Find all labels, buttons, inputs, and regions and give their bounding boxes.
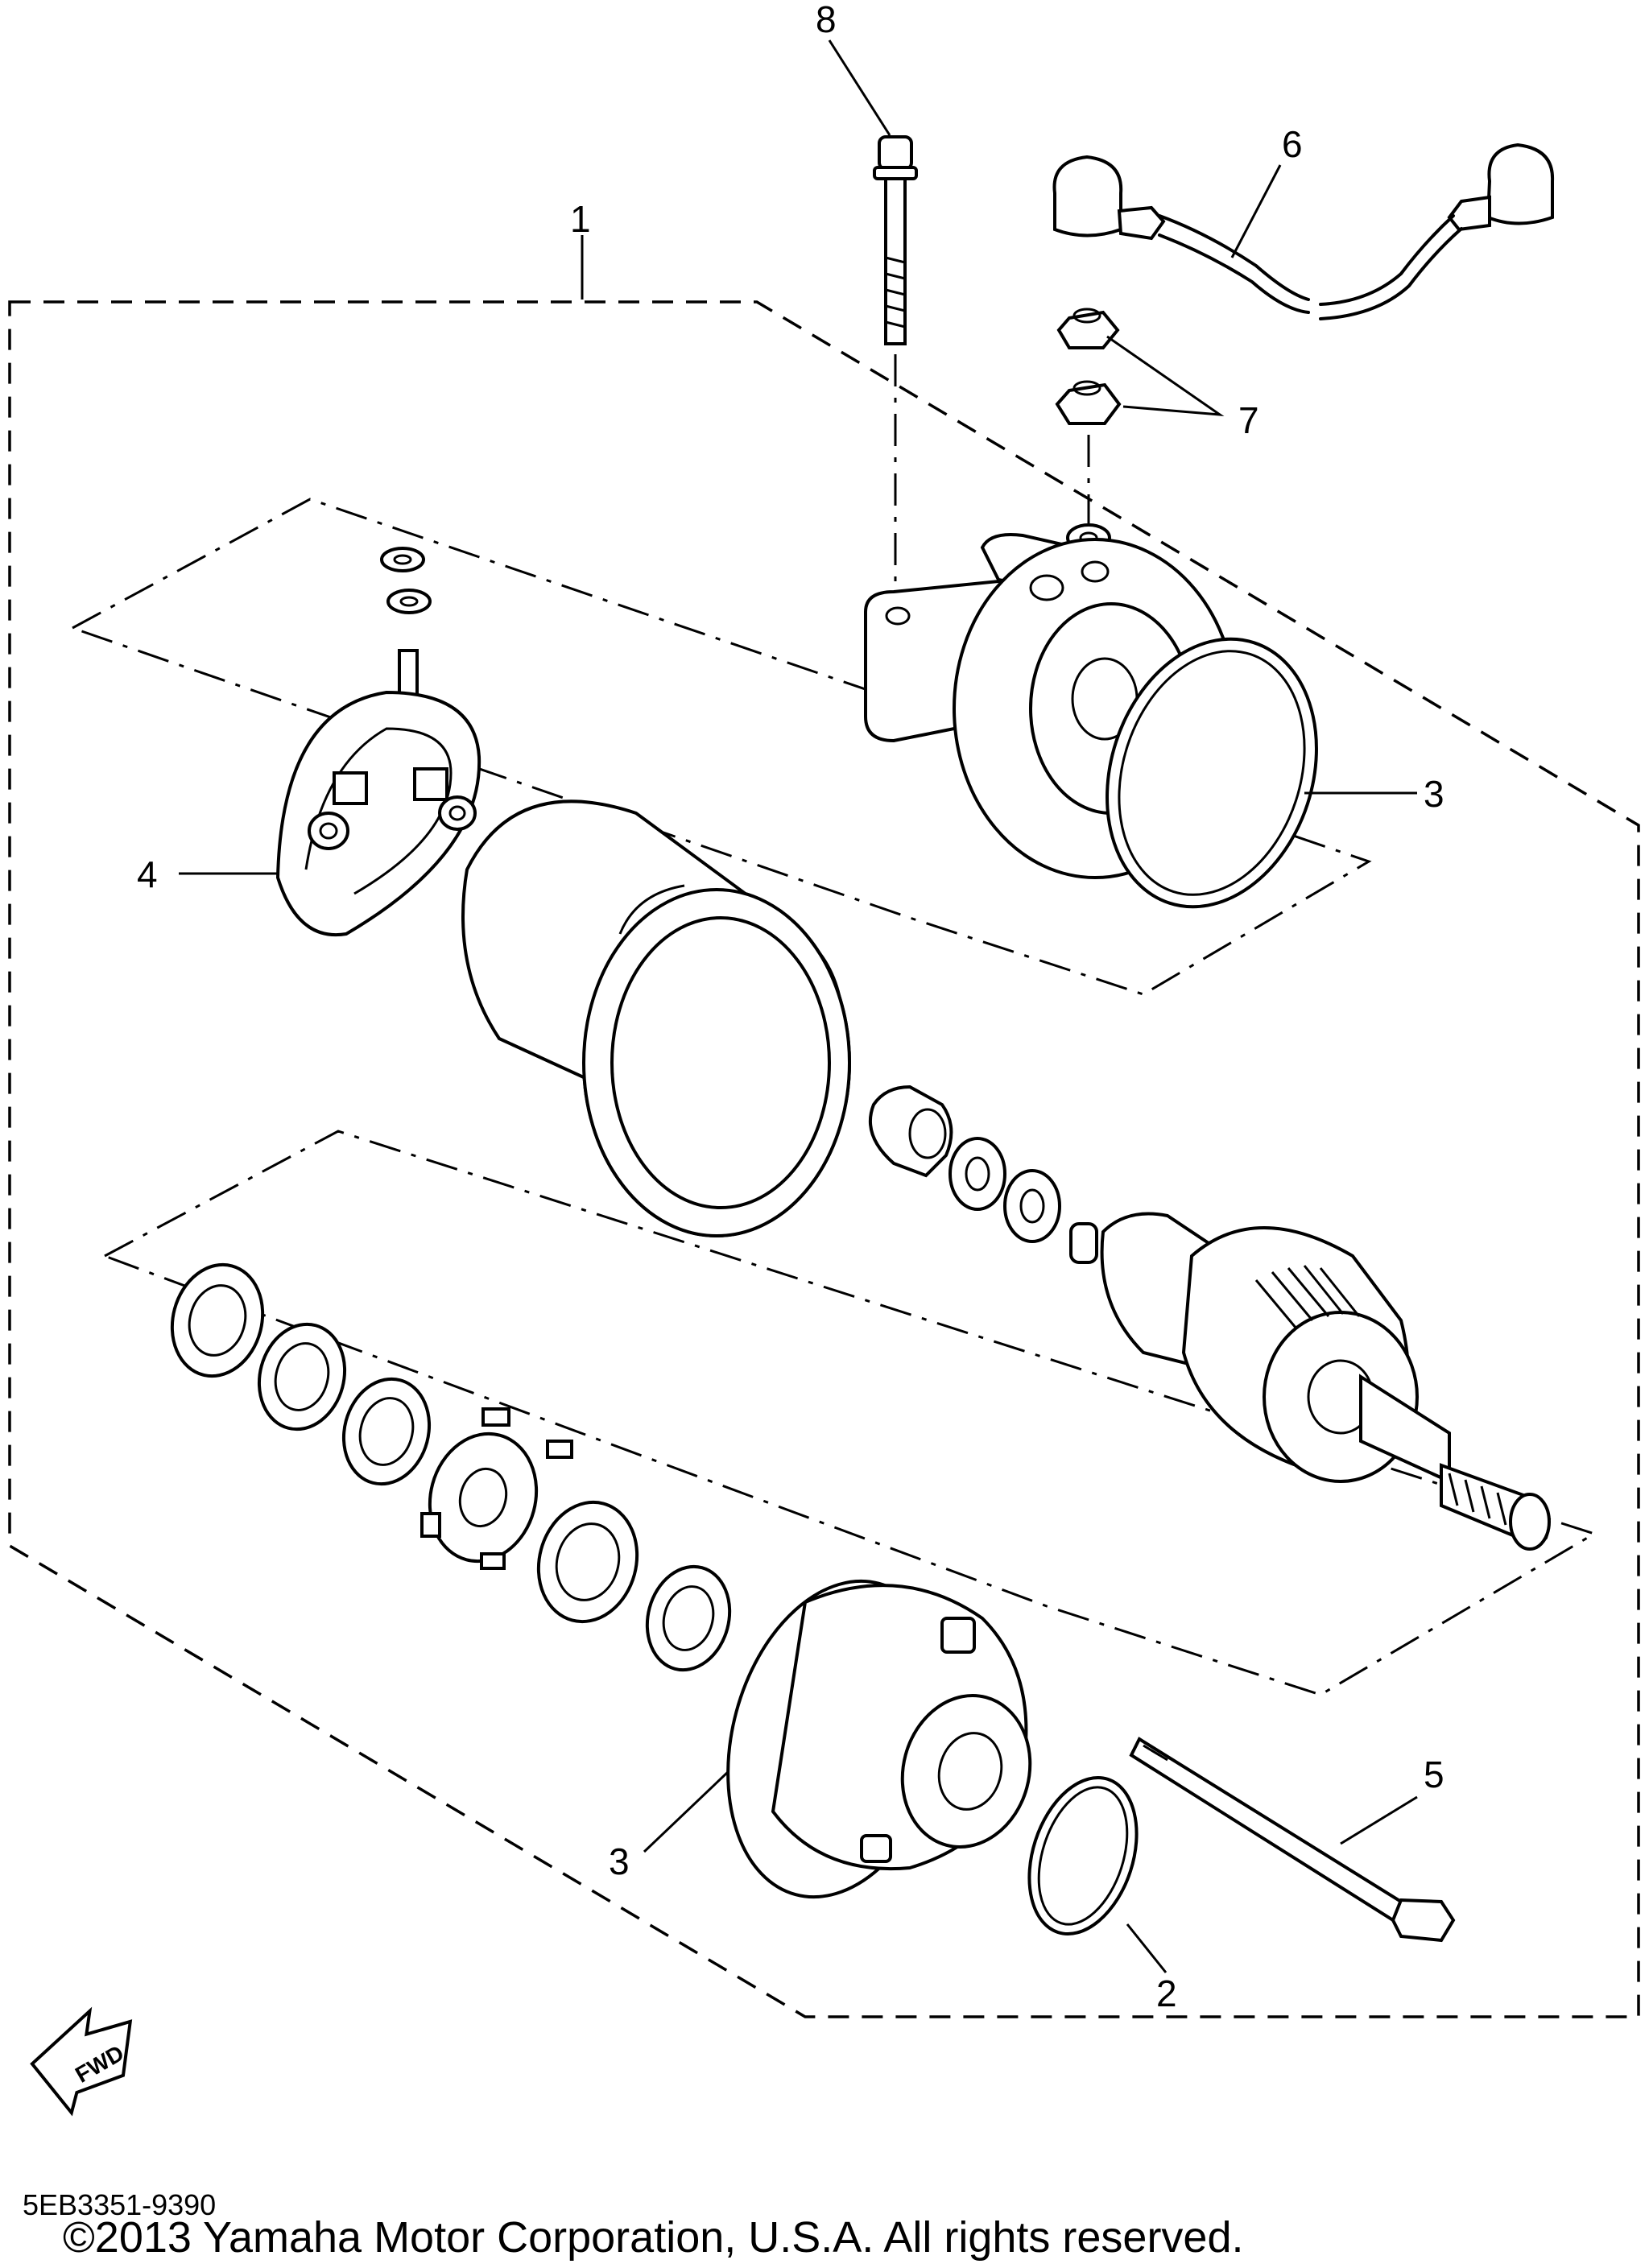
o-ring-lower-part: [1027, 1775, 1139, 1936]
diagram-part-code: 5EB3351-9390: [23, 2188, 217, 2221]
callout-8: 8: [816, 0, 837, 40]
front-cover-part: [726, 1579, 1032, 1899]
lower-inner-panel: [104, 1130, 1597, 1696]
callout-7: 7: [1238, 399, 1259, 441]
leader-8: [828, 39, 891, 136]
nuts-part: [1055, 308, 1122, 552]
long-bolt-part: [873, 135, 918, 588]
brush-holder-part: [275, 547, 481, 937]
callout-5: 5: [1424, 1754, 1444, 1795]
through-bolt-part: [1129, 1737, 1456, 1943]
assembly-boundary: [8, 300, 1640, 2018]
leader-2: [1126, 1923, 1168, 1973]
callout-2: 2: [1156, 1973, 1177, 2014]
callout-6: 6: [1282, 123, 1303, 165]
leader-7: [1106, 335, 1225, 416]
yoke-housing-part: [461, 799, 851, 1237]
callout-4: 4: [137, 853, 158, 895]
armature-part: [1069, 1212, 1551, 1551]
callout-3-lower: 3: [609, 1840, 630, 1882]
leader-6: [1230, 164, 1282, 258]
o-ring-upper-part: [1106, 637, 1318, 909]
callout-3-upper: 3: [1424, 773, 1444, 815]
leader-5: [1340, 1795, 1418, 1845]
bushing-washers-part: [868, 1084, 1061, 1243]
fwd-arrow-icon: FWD: [30, 2006, 133, 2117]
copyright-notice: ©2013 Yamaha Motor Corporation, U.S.A. A…: [63, 2213, 1244, 2262]
callout-1: 1: [570, 198, 591, 240]
leader-3-lower: [643, 1770, 730, 1853]
lead-wire-part: [1052, 143, 1555, 320]
bearing-part: [536, 1500, 732, 1672]
upper-inner-panel: [72, 498, 1372, 996]
lower-washers-part: [170, 1262, 573, 1570]
